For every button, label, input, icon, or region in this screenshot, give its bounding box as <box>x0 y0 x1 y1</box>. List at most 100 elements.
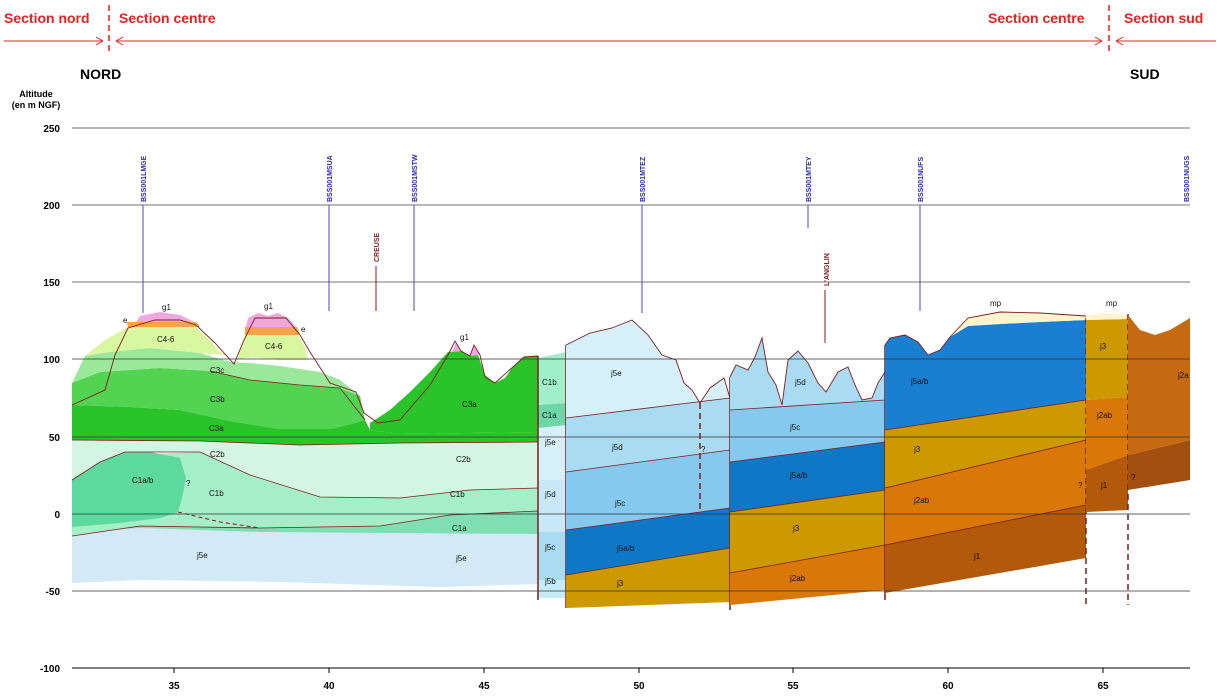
fault-block-6 <box>1128 315 1190 490</box>
section-nord-label: Section nord <box>4 10 90 26</box>
y-tick: 150 <box>43 278 60 289</box>
north-block <box>71 312 539 587</box>
y-axis-title-2: (en m NGF) <box>12 100 61 110</box>
layer-j1-f6 <box>1128 440 1190 490</box>
well-label: BSS001MSUA <box>327 155 334 202</box>
x-tick: 55 <box>787 681 799 692</box>
y-tick: 100 <box>43 355 60 366</box>
layer-label: C3a <box>462 400 477 409</box>
x-tick: 45 <box>478 681 490 692</box>
layer-label: j3 <box>616 579 624 588</box>
question-mark: ? <box>1078 481 1083 490</box>
layer-label: j5c <box>789 423 800 432</box>
layer-label: j3 <box>913 445 921 454</box>
layer-c2b <box>72 440 538 498</box>
contacts-f2 <box>565 397 731 576</box>
layer-label: C2b <box>210 450 225 459</box>
gridlines-front <box>72 358 1190 592</box>
layer-c3b <box>72 368 365 429</box>
layer-c3a-low <box>72 405 538 445</box>
layer-j5d-f2 <box>566 398 730 472</box>
question-mark: ? <box>186 479 191 488</box>
well-label: BSS001MSTW <box>412 154 419 202</box>
layer-c46-north <box>85 327 226 356</box>
y-tick: 0 <box>54 510 60 521</box>
layer-g1-mid <box>246 313 296 327</box>
layer-j3-f2 <box>566 548 730 608</box>
layer-c1b-f1 <box>538 352 566 405</box>
arrow-nord-head <box>95 36 104 46</box>
x-tick: 35 <box>168 681 180 692</box>
layer-j3-f5 <box>1086 319 1128 400</box>
layer-c1ab <box>72 452 186 527</box>
layer-label: g1 <box>162 303 171 312</box>
layer-j5c-f2 <box>566 450 730 530</box>
layer-label: j2ab <box>789 574 806 583</box>
layer-labels: g1 g1 g1 e e C4-6 C4-6 C3c C3b C3a C3a C… <box>123 299 1189 588</box>
y-tick: -50 <box>46 587 61 598</box>
topography-f3 <box>729 336 886 406</box>
layer-label: j5c <box>544 543 555 552</box>
south-label: SUD <box>1130 66 1160 82</box>
layer-j3-f4 <box>885 400 1086 488</box>
layer-e-mid <box>245 327 300 335</box>
layer-j5e-north <box>72 528 538 587</box>
layer-j1-f4 <box>885 505 1086 593</box>
layer-label: mp <box>1106 299 1118 308</box>
contacts-inner <box>71 370 539 537</box>
river-label-creuse: CREUSE <box>374 232 381 262</box>
layer-label: j5e <box>455 554 467 563</box>
section-header: Section nord Section centre Section cent… <box>4 5 1216 52</box>
y-tick: 50 <box>49 433 61 444</box>
topography-f2 <box>565 319 731 404</box>
layer-label: C1a/b <box>132 476 154 485</box>
layer-label: C1a <box>452 524 467 533</box>
layer-label: C3b <box>210 395 225 404</box>
contacts-north <box>71 317 539 424</box>
layer-label: C1b <box>450 490 465 499</box>
y-tick: 250 <box>43 124 60 135</box>
layer-label: j3 <box>1099 342 1107 351</box>
layer-j5e-f2 <box>566 320 730 418</box>
layer-j5c-f3 <box>730 400 885 462</box>
y-axis-title-1: Altitude <box>19 89 53 99</box>
layer-label: g1 <box>460 333 469 342</box>
layer-c46-mid <box>237 335 308 360</box>
layer-label: C1b <box>209 489 224 498</box>
layer-label: j5e <box>610 369 622 378</box>
layer-label: e <box>123 316 128 325</box>
layer-label: C4-6 <box>265 342 283 351</box>
layer-j5d-f1 <box>538 480 566 532</box>
layer-label: C2b <box>456 455 471 464</box>
river-label-anglin: L'ANGLIN <box>824 253 831 286</box>
fault-block-2 <box>565 319 731 610</box>
layer-label: j5b <box>544 577 556 586</box>
layer-label: C1a <box>542 411 557 420</box>
layer-label: e <box>301 325 306 334</box>
layer-j2a-f6 <box>1128 315 1190 455</box>
section-centre-left-label: Section centre <box>119 10 216 26</box>
well-label: BSS001MTEY <box>806 156 813 202</box>
layer-mp-f4 <box>950 312 1086 337</box>
fault-block-3 <box>729 336 886 605</box>
y-tick: 200 <box>43 201 60 212</box>
layer-label: j2a <box>1177 371 1189 380</box>
contacts-f3 <box>729 399 886 574</box>
layer-label: j1 <box>1100 481 1108 490</box>
layer-label: j5e <box>196 551 208 560</box>
layer-g1-hill <box>452 342 480 356</box>
fault-block-4 <box>884 311 1087 608</box>
layer-label: j1 <box>973 552 981 561</box>
y-tick: -100 <box>40 664 60 675</box>
contacts-f4 <box>884 399 1087 546</box>
layer-label: C4-6 <box>157 335 175 344</box>
question-mark: ? <box>701 445 706 454</box>
layer-label: j5a/b <box>910 377 929 386</box>
layer-j2ab-f5 <box>1086 397 1128 470</box>
well-label: BSS001MTEZ <box>640 156 647 202</box>
arrow-sud-head <box>1115 36 1124 46</box>
layer-label: j5d <box>794 378 806 387</box>
layer-j5b <box>538 580 566 598</box>
well-label: BSS001NUFS <box>918 157 925 202</box>
